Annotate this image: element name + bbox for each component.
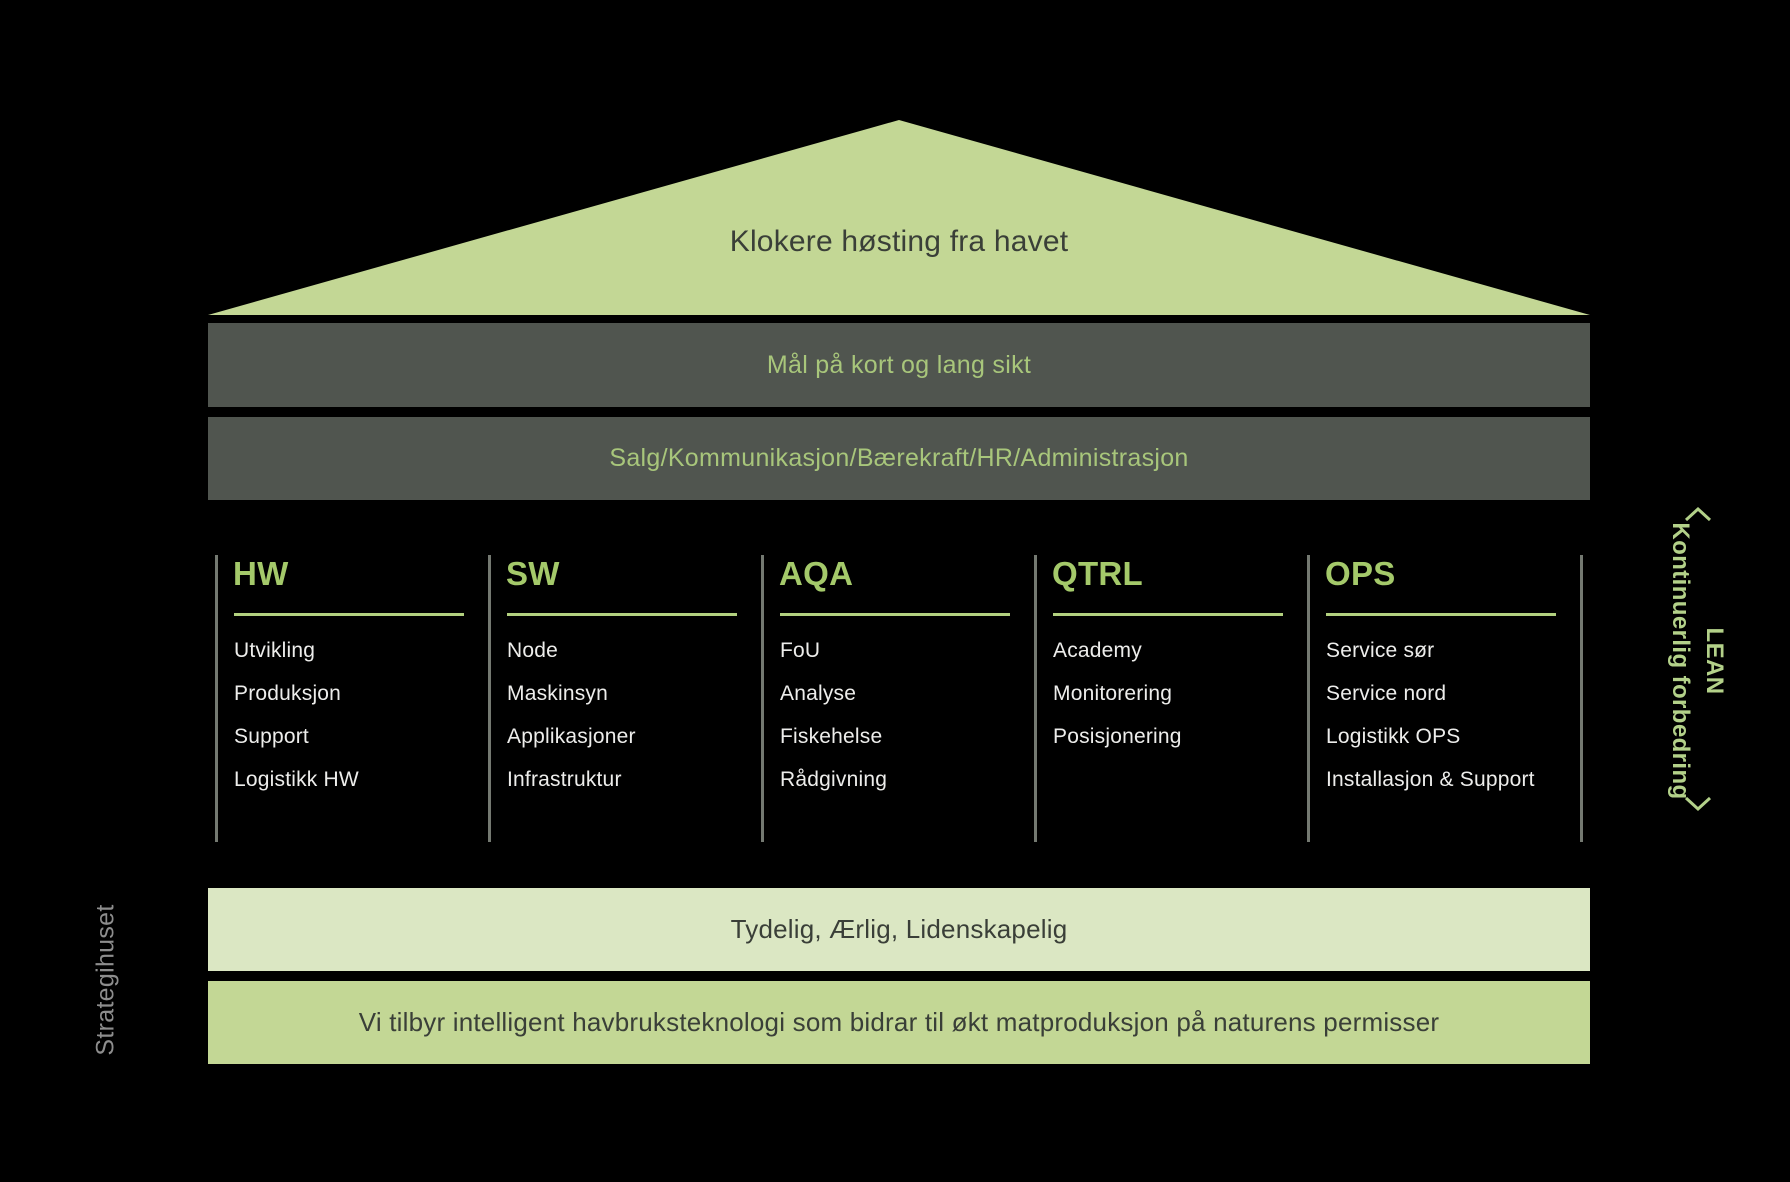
lean-sidebar: LEAN Kontinuerlig forbedring: [1663, 522, 1731, 799]
pillar-items-ops: Service sør Service nord Logistikk OPS I…: [1326, 629, 1580, 801]
pillar-item: FoU: [780, 638, 821, 662]
staff-functions-bar-label: Salg/Kommunikasjon/Bærekraft/HR/Administ…: [609, 444, 1189, 472]
pillar-item: Node: [507, 638, 559, 662]
pillar-ops: OPS Service sør Service nord Logistikk O…: [1307, 555, 1580, 842]
vision-title: Klokere høsting fra havet: [729, 225, 1069, 258]
pillar-underline: [780, 613, 1010, 616]
values-label: Tydelig, Ærlig, Lidenskapelig: [730, 914, 1068, 944]
pillar-underline: [1053, 613, 1283, 616]
pillar-item: Support: [234, 724, 309, 748]
pillar-title-ops: OPS: [1325, 555, 1396, 592]
pillar-item: Fiskehelse: [780, 724, 883, 748]
pillar-item: Logistikk OPS: [1326, 724, 1461, 748]
pillar-sw: SW Node Maskinsyn Applikasjoner Infrastr…: [488, 555, 761, 842]
pillar-item: Academy: [1053, 638, 1142, 662]
pillar-title-aqa: AQA: [779, 555, 854, 592]
pillar-item: Infrastruktur: [507, 767, 622, 791]
pillar-underline: [507, 613, 737, 616]
mission-label: Vi tilbyr intelligent havbruksteknologi …: [358, 1007, 1440, 1037]
values-bar: Tydelig, Ærlig, Lidenskapelig: [208, 888, 1590, 971]
pillar-item: Logistikk HW: [234, 767, 359, 791]
pillar-aqa: AQA FoU Analyse Fiskehelse Rådgivning: [761, 555, 1034, 842]
pillar-item: Applikasjoner: [507, 724, 636, 748]
lean-title: LEAN: [1701, 627, 1728, 695]
pillar-item: Produksjon: [234, 681, 342, 705]
chevron-down-icon: [1683, 795, 1713, 813]
pillar-hw: HW Utvikling Produksjon Support Logistik…: [215, 555, 488, 842]
chevron-up-icon: [1683, 505, 1713, 523]
goals-bar: Mål på kort og lang sikt: [208, 323, 1590, 407]
pillar-items-qtrl: Academy Monitorering Posisjonering: [1053, 629, 1307, 758]
pillar-underline: [1326, 613, 1556, 616]
pillar-qtrl: QTRL Academy Monitorering Posisjonering: [1034, 555, 1307, 842]
pillar-item: Service nord: [1326, 681, 1447, 705]
pillars-row: HW Utvikling Produksjon Support Logistik…: [215, 555, 1583, 842]
lean-subtitle: Kontinuerlig forbedring: [1667, 522, 1694, 800]
pillar-item: Utvikling: [234, 638, 316, 662]
pillar-items-aqa: FoU Analyse Fiskehelse Rådgivning: [780, 629, 1034, 801]
pillar-underline: [234, 613, 464, 616]
pillar-item: Posisjonering: [1053, 724, 1182, 748]
pillar-item: Installasjon & Support: [1326, 767, 1535, 791]
pillar-items-sw: Node Maskinsyn Applikasjoner Infrastrukt…: [507, 629, 761, 801]
pillar-item: Rådgivning: [780, 767, 888, 791]
pillar-items-hw: Utvikling Produksjon Support Logistikk H…: [234, 629, 488, 801]
pillar-title-hw: HW: [233, 555, 289, 592]
pillar-item: Monitorering: [1053, 681, 1173, 705]
strategihuset-label: Strategihuset: [91, 904, 120, 1056]
pillar-item: Service sør: [1326, 638, 1435, 662]
mission-bar: Vi tilbyr intelligent havbruksteknologi …: [208, 981, 1590, 1064]
goals-bar-label: Mål på kort og lang sikt: [766, 350, 1032, 379]
pillar-item: Analyse: [780, 681, 857, 705]
roof-vision: Klokere høsting fra havet: [208, 120, 1590, 315]
pillar-item: Maskinsyn: [507, 681, 608, 705]
pillar-title-sw: SW: [506, 555, 560, 592]
staff-functions-bar: Salg/Kommunikasjon/Bærekraft/HR/Administ…: [208, 417, 1590, 500]
pillar-title-qtrl: QTRL: [1052, 555, 1144, 592]
